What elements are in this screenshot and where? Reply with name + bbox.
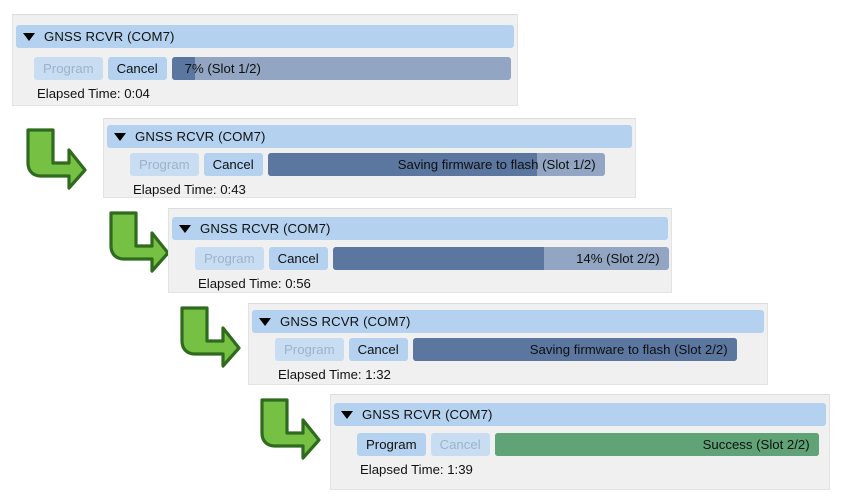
progress-fill bbox=[267, 153, 538, 176]
triangle-down-icon[interactable] bbox=[179, 224, 191, 233]
panel-header[interactable]: GNSS RCVR (COM7) bbox=[107, 125, 632, 148]
progress-bar: 7% (Slot 1/2) bbox=[171, 57, 511, 80]
panel-header[interactable]: GNSS RCVR (COM7) bbox=[16, 25, 514, 48]
bent-arrow-right-icon-3 bbox=[180, 306, 241, 368]
cancel-button[interactable]: Cancel bbox=[430, 433, 490, 456]
elapsed-time-label: Elapsed Time: 0:43 bbox=[133, 182, 246, 197]
triangle-down-icon[interactable] bbox=[341, 410, 353, 419]
panel-title: GNSS RCVR (COM7) bbox=[44, 29, 175, 44]
bent-arrow-right-icon-2 bbox=[109, 211, 170, 273]
elapsed-time-label: Elapsed Time: 0:04 bbox=[37, 86, 150, 101]
triangle-down-icon[interactable] bbox=[23, 32, 35, 41]
panel-title: GNSS RCVR (COM7) bbox=[362, 407, 493, 422]
elapsed-time-label: Elapsed Time: 1:39 bbox=[360, 462, 473, 477]
device-panel-5: GNSS RCVR (COM7) Program Cancel Success … bbox=[330, 394, 830, 490]
bent-arrow-right-icon-4 bbox=[260, 398, 321, 460]
progress-fill bbox=[332, 247, 545, 270]
progress-label: 14% (Slot 2/2) bbox=[576, 251, 660, 266]
panel-header[interactable]: GNSS RCVR (COM7) bbox=[172, 217, 668, 240]
panel-controls-row: Program Cancel 14% (Slot 2/2) bbox=[195, 247, 669, 270]
triangle-down-icon[interactable] bbox=[114, 132, 126, 141]
panel-title: GNSS RCVR (COM7) bbox=[280, 314, 411, 329]
triangle-down-icon[interactable] bbox=[259, 317, 271, 326]
program-button[interactable]: Program bbox=[195, 247, 264, 270]
cancel-button[interactable]: Cancel bbox=[268, 247, 328, 270]
panel-title: GNSS RCVR (COM7) bbox=[200, 221, 331, 236]
device-panel-2: GNSS RCVR (COM7) Program Cancel Saving f… bbox=[103, 118, 636, 198]
program-button[interactable]: Program bbox=[34, 57, 103, 80]
progress-label: Saving firmware to flash (Slot 2/2) bbox=[529, 342, 728, 357]
panel-controls-row: Program Cancel Saving firmware to flash … bbox=[130, 153, 605, 176]
progress-bar: Saving firmware to flash (Slot 2/2) bbox=[412, 338, 737, 361]
progress-bar: Saving firmware to flash (Slot 1/2) bbox=[267, 153, 605, 176]
device-panel-4: GNSS RCVR (COM7) Program Cancel Saving f… bbox=[248, 303, 768, 385]
program-button[interactable]: Program bbox=[275, 338, 344, 361]
cancel-button[interactable]: Cancel bbox=[348, 338, 408, 361]
panel-controls-row: Program Cancel 7% (Slot 1/2) bbox=[34, 57, 511, 80]
panel-controls-row: Program Cancel Saving firmware to flash … bbox=[275, 338, 737, 361]
progress-label: Success (Slot 2/2) bbox=[702, 437, 810, 452]
program-button[interactable]: Program bbox=[357, 433, 426, 456]
progress-bar: Success (Slot 2/2) bbox=[494, 433, 819, 456]
elapsed-time-label: Elapsed Time: 1:32 bbox=[278, 367, 391, 382]
panel-header[interactable]: GNSS RCVR (COM7) bbox=[334, 403, 826, 426]
cancel-button[interactable]: Cancel bbox=[107, 57, 167, 80]
bent-arrow-right-icon-1 bbox=[26, 128, 87, 190]
elapsed-time-label: Elapsed Time: 0:56 bbox=[198, 276, 311, 291]
panel-title: GNSS RCVR (COM7) bbox=[135, 129, 266, 144]
panel-controls-row: Program Cancel Success (Slot 2/2) bbox=[357, 433, 819, 456]
device-panel-3: GNSS RCVR (COM7) Program Cancel 14% (Slo… bbox=[168, 208, 672, 293]
panel-header[interactable]: GNSS RCVR (COM7) bbox=[252, 310, 764, 333]
program-button[interactable]: Program bbox=[130, 153, 199, 176]
progress-label: Saving firmware to flash (Slot 1/2) bbox=[397, 157, 596, 172]
progress-label: 7% (Slot 1/2) bbox=[184, 61, 261, 76]
progress-fill bbox=[171, 57, 196, 80]
progress-fill bbox=[412, 338, 737, 361]
progress-bar: 14% (Slot 2/2) bbox=[332, 247, 669, 270]
progress-fill bbox=[494, 433, 819, 456]
cancel-button[interactable]: Cancel bbox=[203, 153, 263, 176]
device-panel-1: GNSS RCVR (COM7) Program Cancel 7% (Slot… bbox=[12, 14, 518, 106]
